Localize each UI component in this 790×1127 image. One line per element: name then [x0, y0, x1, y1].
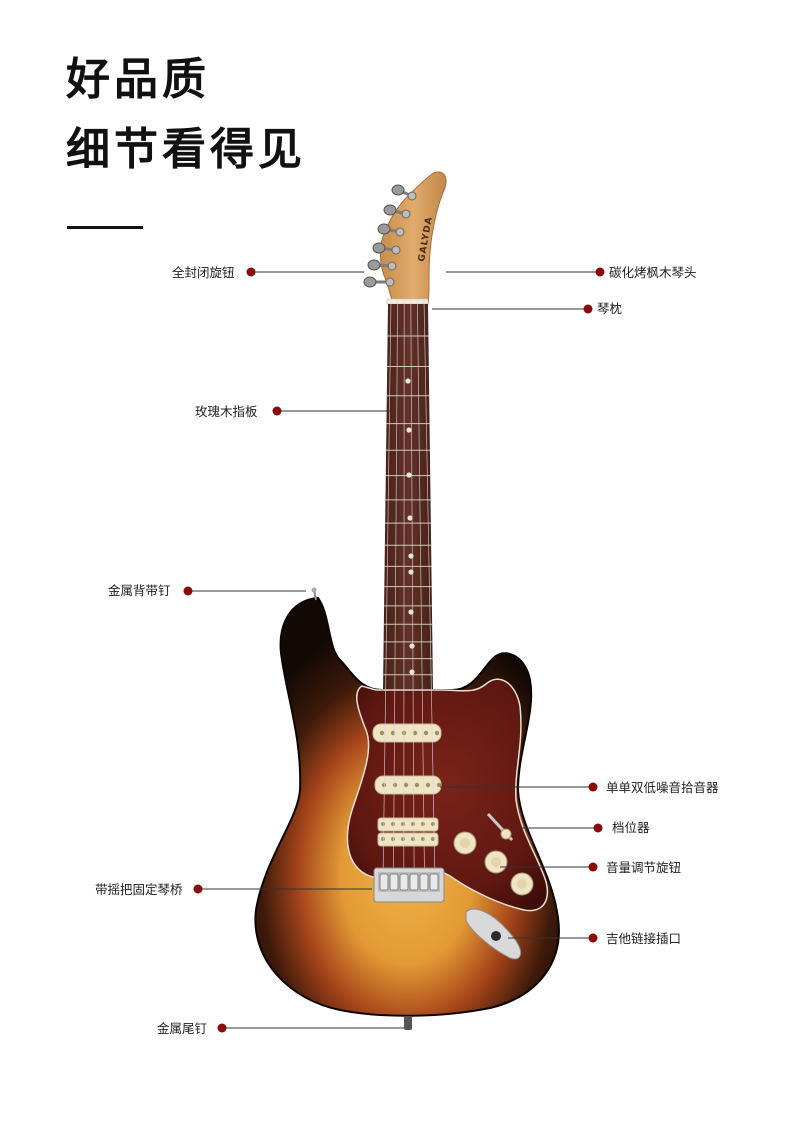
label-tail-pin: 金属尾钉: [157, 1021, 208, 1036]
frets: [383, 335, 433, 676]
control-knob-volume: [453, 831, 477, 855]
tuner-knob: [383, 204, 411, 219]
pickup-neck: [372, 723, 442, 743]
inlay-dot: [406, 472, 412, 478]
callout-dot: [588, 862, 598, 872]
callout-dot: [595, 267, 605, 277]
tuner-knob: [372, 242, 401, 255]
headline-line-1: 好品质: [66, 54, 210, 105]
callout-dot: [217, 1023, 227, 1033]
label-knobs: 音量调节旋钮: [606, 860, 682, 875]
callout-dot: [583, 304, 593, 314]
tuner-knob: [367, 259, 397, 271]
strap-pin-tail: [404, 1016, 412, 1030]
tuner-knob: [391, 184, 417, 201]
label-pickups: 单单双低噪音拾音器: [606, 780, 719, 795]
inlay-dot: [408, 553, 414, 559]
label-jack: 吉他链接插口: [606, 931, 682, 946]
callout-leaders: [183, 267, 605, 1033]
output-jack: [465, 908, 522, 960]
tremolo-bridge: [373, 867, 445, 903]
tuner-knob: [377, 223, 405, 237]
control-knob-tone-2: [510, 872, 534, 896]
strap-pin-top: [311, 587, 317, 601]
callout-dot: [183, 586, 193, 596]
callout-dot: [246, 267, 256, 277]
strings: [382, 299, 436, 883]
inlay-dot: [406, 427, 412, 433]
pickup-humbucker: [377, 817, 439, 847]
label-switch: 档位器: [612, 820, 650, 835]
tuners: [363, 184, 417, 288]
inlay-dot: [409, 669, 415, 675]
headstock: GALYDA: [379, 171, 447, 305]
label-tuners: 全封闭旋钮: [172, 265, 235, 280]
label-fretboard: 玫瑰木指板: [195, 404, 258, 419]
callout-dot: [588, 782, 598, 792]
inlay-dot: [407, 515, 413, 521]
heading-underline: [67, 226, 143, 229]
callout-dot: [593, 823, 603, 833]
label-headstock: 碳化烤枫木琴头: [609, 265, 697, 280]
inlay-dot: [405, 378, 411, 384]
control-knob-tone-1: [484, 850, 508, 874]
label-bridge: 带摇把固定琴桥: [95, 882, 183, 897]
callout-dot: [272, 406, 282, 416]
pickup-selector-switch: [486, 812, 514, 842]
label-strap-pin: 金属背带钉: [108, 583, 171, 598]
inlay-dot: [408, 569, 414, 575]
nut: [386, 298, 429, 305]
inlay-dot: [409, 643, 415, 649]
headline-line-2: 细节看得见: [66, 124, 306, 175]
callout-dot: [588, 933, 598, 943]
callout-dot: [193, 884, 203, 894]
tuner-knob: [363, 276, 395, 288]
label-nut: 琴枕: [597, 301, 623, 316]
